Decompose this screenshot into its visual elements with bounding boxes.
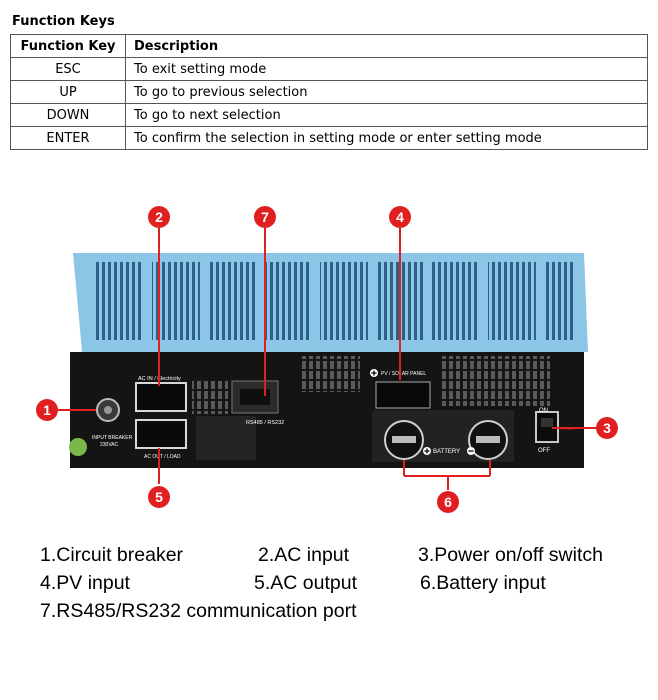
green-sticker (69, 438, 87, 456)
key-cell: UP (10, 80, 126, 104)
description-cell: To confirm the selection in setting mode… (125, 126, 648, 150)
battery-label: BATTERY (433, 449, 460, 455)
svg-text:4: 4 (396, 209, 404, 225)
key-cell: ESC (10, 57, 126, 81)
marker-4: 4 (389, 206, 411, 228)
table-row: ENTER To confirm the selection in settin… (10, 126, 648, 150)
marker-6: 6 (437, 491, 459, 513)
svg-text:6: 6 (444, 494, 452, 510)
rs485-label: RS485 / RS232 (246, 420, 284, 426)
column-header-function-key: Function Key (10, 34, 126, 58)
battery-terminal-positive (384, 420, 424, 460)
off-label: OFF (538, 448, 550, 454)
caption-pv-input: 4.PV input (40, 572, 130, 594)
marker-3: 3 (596, 417, 618, 439)
input-breaker-label: INPUT BREAKER (92, 435, 133, 441)
voltage-label: 230VAC (100, 442, 119, 448)
pv-plus-icon (370, 369, 378, 377)
ac-input-terminal (135, 382, 187, 412)
pv-input-terminal (375, 381, 431, 409)
leader-lines (58, 228, 596, 490)
svg-text:1: 1 (43, 402, 51, 418)
description-cell: To exit setting mode (125, 57, 648, 81)
description-cell: To go to previous selection (125, 80, 648, 104)
marker-2: 2 (148, 206, 170, 228)
inverter-rear-panel-illustration: AC IN / Electricity INPUT BREAKER 230VAC… (36, 206, 618, 513)
table-row: DOWN To go to next selection (10, 103, 648, 127)
table-row: UP To go to previous selection (10, 80, 648, 104)
ac-output-label: AC OUT / LOAD (144, 454, 181, 460)
key-cell: DOWN (10, 103, 126, 127)
caption-rs485-port: 7.RS485/RS232 communication port (40, 600, 357, 622)
caption-circuit-breaker: 1.Circuit breaker (40, 544, 184, 566)
svg-text:2: 2 (155, 209, 163, 225)
ac-output-terminal (135, 419, 187, 449)
svg-text:3: 3 (603, 420, 611, 436)
circuit-breaker (96, 398, 120, 422)
description-cell: To go to next selection (125, 103, 648, 127)
caption-power-switch: 3.Power on/off switch (418, 544, 603, 566)
on-label: ON (539, 408, 548, 414)
table-header-row: Function Key Description (10, 34, 648, 58)
rs485-port (231, 380, 279, 414)
key-cell: ENTER (10, 126, 126, 150)
table-row: ESC To exit setting mode (10, 57, 648, 81)
column-header-description: Description (125, 34, 648, 58)
pv-label: PV / SOLAR PANEL (381, 371, 426, 377)
section-heading: Function Keys (12, 14, 115, 29)
battery-minus-icon (467, 447, 475, 455)
svg-text:5: 5 (155, 489, 163, 505)
marker-5: 5 (148, 486, 170, 508)
marker-7: 7 (254, 206, 276, 228)
function-keys-table: Function Key Description ESC To exit set… (10, 34, 648, 150)
marker-1: 1 (36, 399, 58, 421)
battery-terminal-negative (468, 420, 508, 460)
battery-plus-icon (423, 447, 431, 455)
caption-ac-output: 5.AC output (254, 572, 357, 594)
caption-battery-input: 6.Battery input (420, 572, 546, 594)
blue-chassis (73, 253, 588, 352)
svg-text:7: 7 (261, 209, 269, 225)
caption-ac-input: 2.AC input (258, 544, 350, 566)
